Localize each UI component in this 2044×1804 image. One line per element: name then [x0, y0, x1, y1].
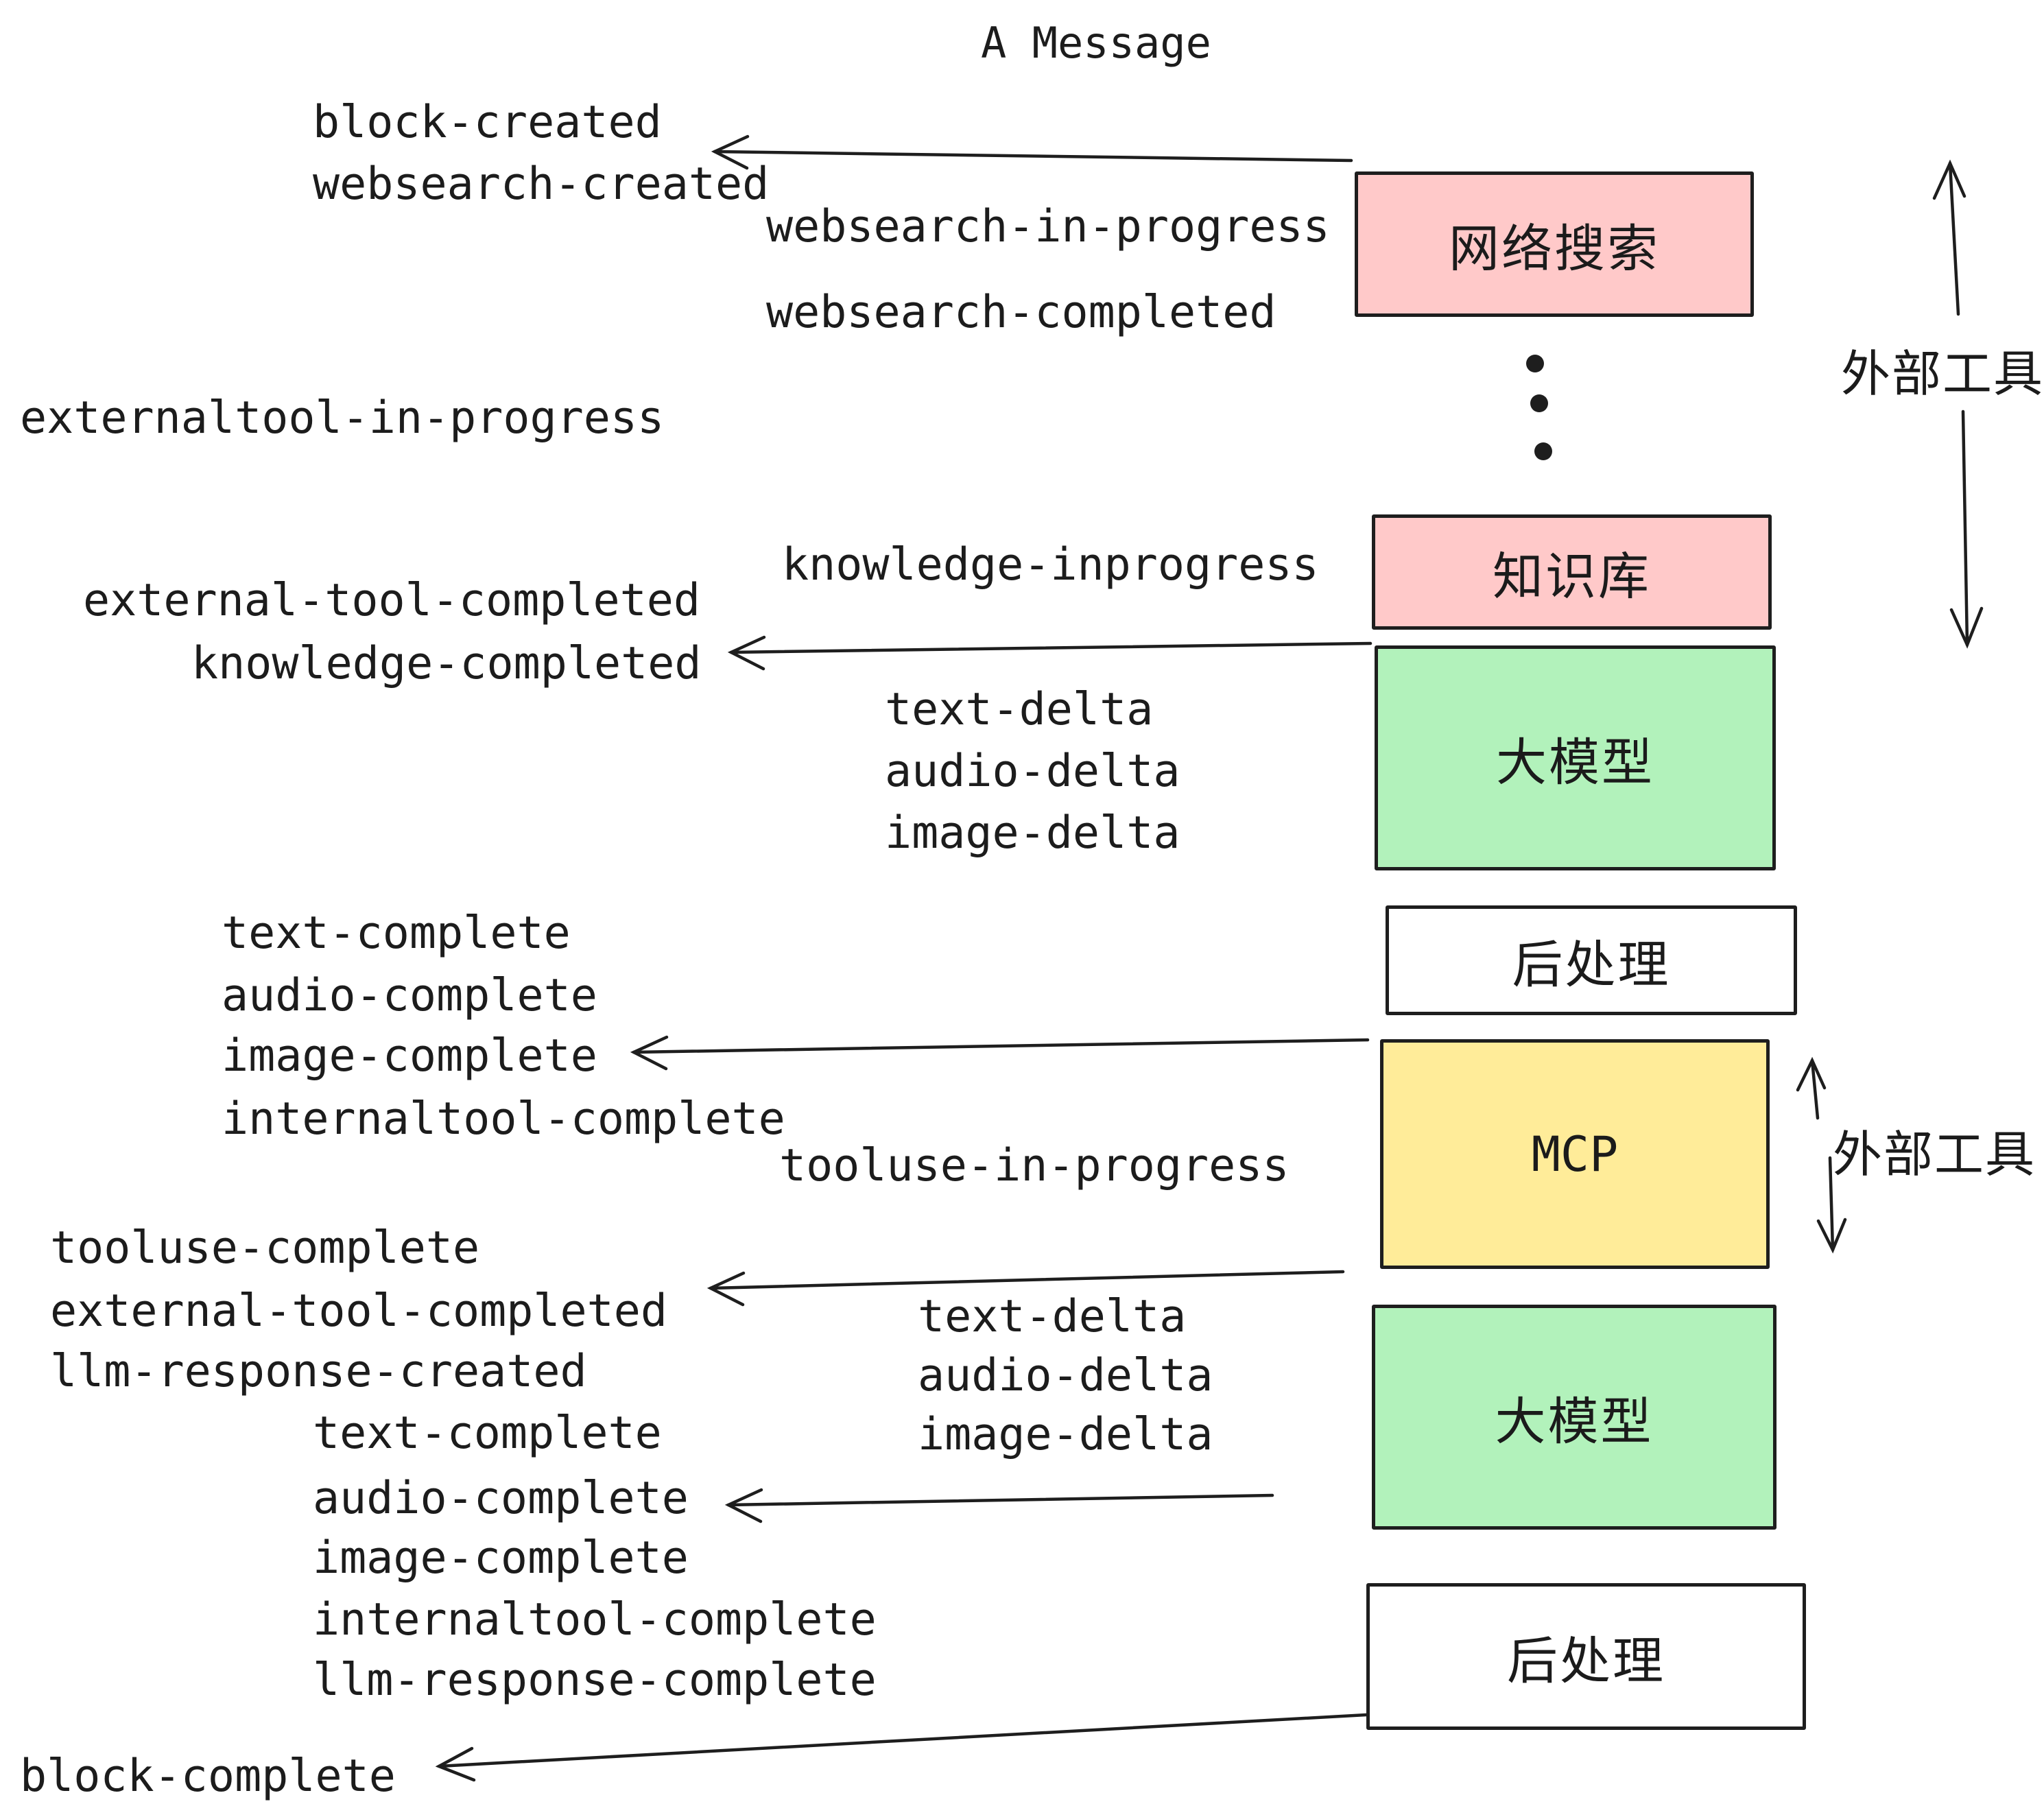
event-llm-response-created: llm-response-created [50, 1346, 587, 1397]
external-tools-note-bottom: 外部工具 [1833, 1128, 2036, 1183]
arrow-websearch-created [711, 134, 1353, 170]
box-postprocess-2-label: 后处理 [1507, 1632, 1665, 1689]
arrow-block-complete [435, 1713, 1368, 1782]
box-mcp-label: MCP [1531, 1126, 1619, 1183]
event-external-tool-completed-1: external-tool-completed [83, 575, 701, 626]
box-postprocess-2: 后处理 [1366, 1583, 1806, 1730]
arrow-tooluse-complete [706, 1270, 1345, 1307]
box-websearch-label: 网络搜索 [1449, 219, 1660, 277]
event-externaltool-in-progress: externaltool-in-progress [20, 392, 665, 444]
arrow-audio-complete [724, 1488, 1274, 1523]
box-llm-2: 大模型 [1372, 1305, 1776, 1530]
event-text-complete-1: text-complete [222, 907, 571, 959]
box-llm-1-label: 大模型 [1496, 733, 1654, 791]
event-websearch-completed: websearch-completed [766, 287, 1276, 338]
event-block-created: block-created [313, 97, 662, 148]
event-internaltool-complete-2: internaltool-complete [313, 1594, 877, 1646]
event-image-complete-2: image-complete [313, 1532, 689, 1584]
arrow-knowledge-completed [727, 635, 1372, 671]
event-block-complete: block-complete [20, 1750, 396, 1802]
box-llm-1: 大模型 [1375, 645, 1776, 870]
box-knowledge-label: 知识库 [1493, 547, 1651, 605]
box-websearch: 网络搜索 [1355, 171, 1754, 317]
event-text-delta-1: text-delta [885, 684, 1154, 735]
event-text-delta-2: text-delta [918, 1291, 1187, 1342]
event-knowledge-inprogress: knowledge-inprogress [782, 539, 1319, 591]
box-postprocess-1-label: 后处理 [1512, 936, 1671, 993]
ellipsis-dots-icon [1526, 355, 1552, 460]
diagram-title: A Message [981, 18, 1211, 68]
event-llm-response-complete: llm-response-complete [313, 1654, 877, 1706]
event-audio-delta-1: audio-delta [885, 746, 1180, 797]
event-audio-complete-1: audio-complete [222, 970, 597, 1021]
event-tooluse-in-progress: tooluse-in-progress [779, 1140, 1290, 1191]
event-text-complete-2: text-complete [313, 1408, 662, 1459]
event-audio-delta-2: audio-delta [918, 1350, 1213, 1401]
box-mcp: MCP [1380, 1039, 1770, 1269]
box-knowledge: 知识库 [1372, 514, 1772, 630]
event-internaltool-complete-1: internaltool-complete [222, 1093, 785, 1145]
event-audio-complete-2: audio-complete [313, 1473, 689, 1524]
event-image-delta-2: image-delta [918, 1409, 1213, 1460]
event-websearch-in-progress: websearch-in-progress [766, 201, 1330, 252]
mcp-external-tools-up-arrow [1796, 1056, 1827, 1120]
event-knowledge-completed: knowledge-completed [191, 638, 702, 689]
external-tools-down-arrow [1949, 410, 1984, 649]
event-tooluse-complete: tooluse-complete [50, 1222, 480, 1274]
box-llm-2-label: 大模型 [1495, 1392, 1654, 1450]
external-tools-up-arrow [1932, 159, 1966, 316]
external-tools-note-top: 外部工具 [1841, 347, 2044, 402]
arrow-image-complete [630, 1035, 1370, 1071]
box-postprocess-1: 后处理 [1386, 905, 1797, 1015]
mcp-external-tools-down-arrow [1816, 1156, 1847, 1254]
event-image-delta-1: image-delta [885, 807, 1180, 859]
event-external-tool-completed-2: external-tool-completed [50, 1285, 668, 1337]
event-websearch-created: websearch-created [313, 158, 770, 210]
event-image-complete-1: image-complete [222, 1030, 597, 1082]
